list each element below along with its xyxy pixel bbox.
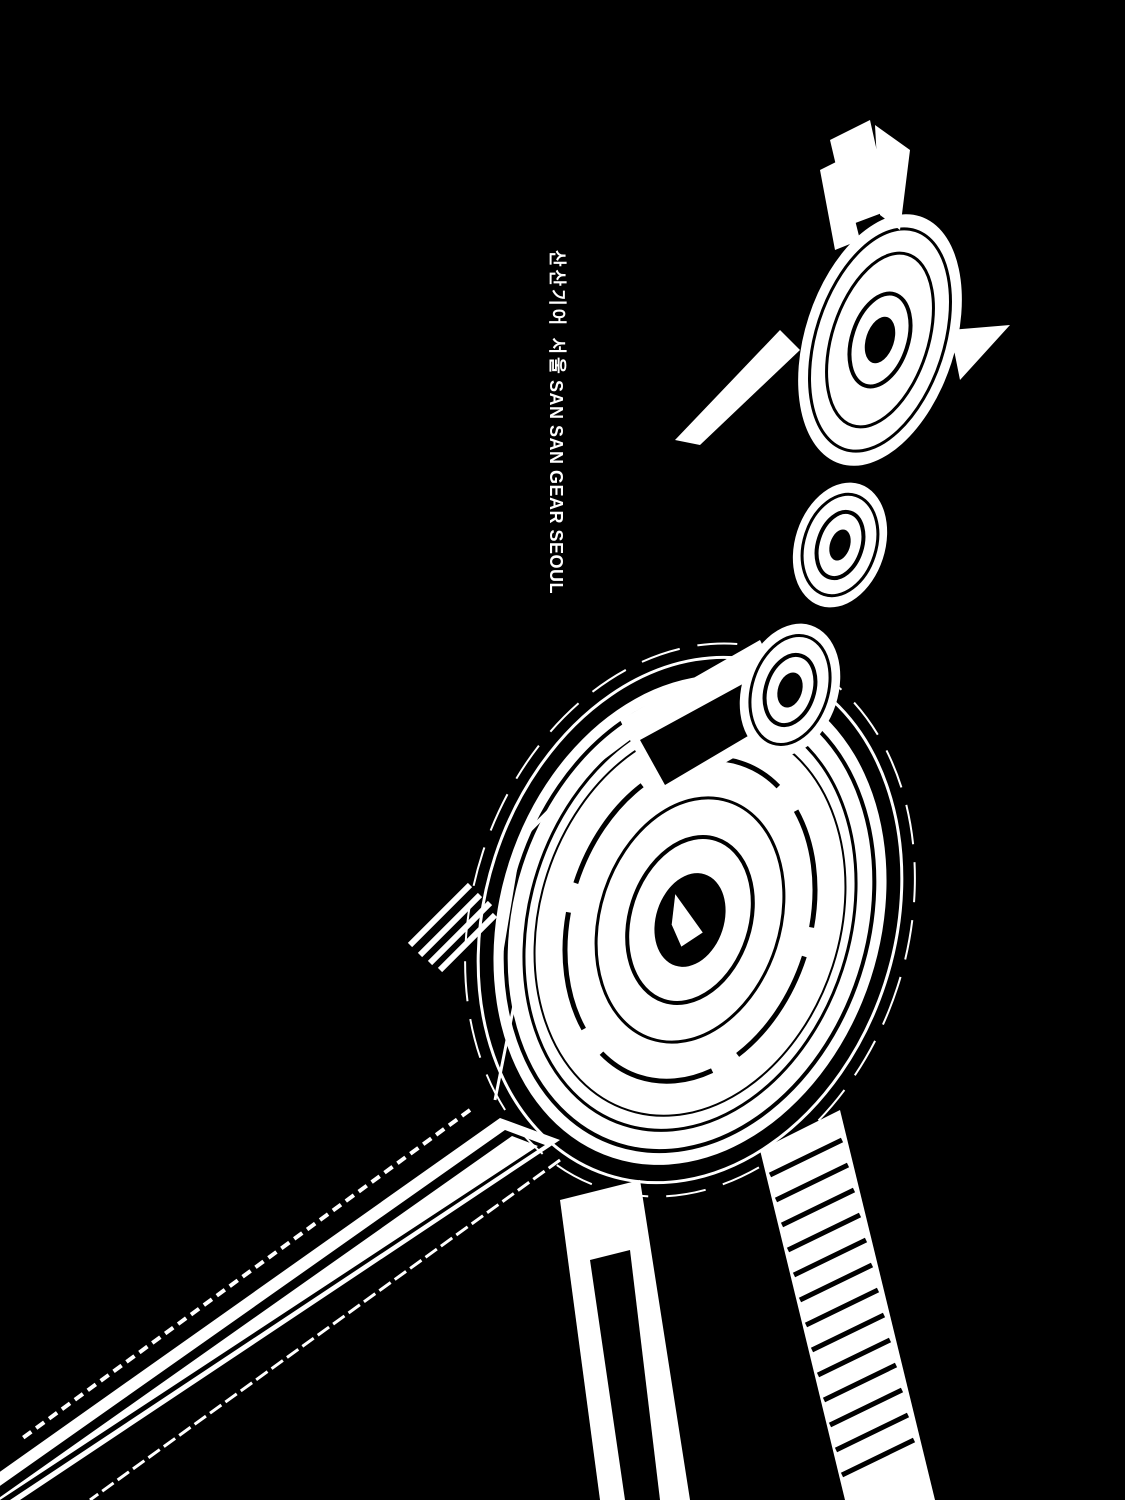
hazard-stripe-tag <box>407 882 498 973</box>
brand-text-korean: 산산기어 서울 <box>546 250 567 377</box>
top-gear <box>798 214 962 466</box>
small-gear-lower <box>739 623 841 757</box>
brand-wordmark: 산산기어 서울 SAN SAN GEAR SEOUL <box>511 250 567 594</box>
extended-arm-beam <box>0 1108 561 1500</box>
ribbed-strap <box>560 1110 935 1500</box>
top-fins <box>675 120 1010 445</box>
small-gear-upper <box>792 482 888 608</box>
brand-text-english: SAN SAN GEAR SEOUL <box>546 379 566 594</box>
